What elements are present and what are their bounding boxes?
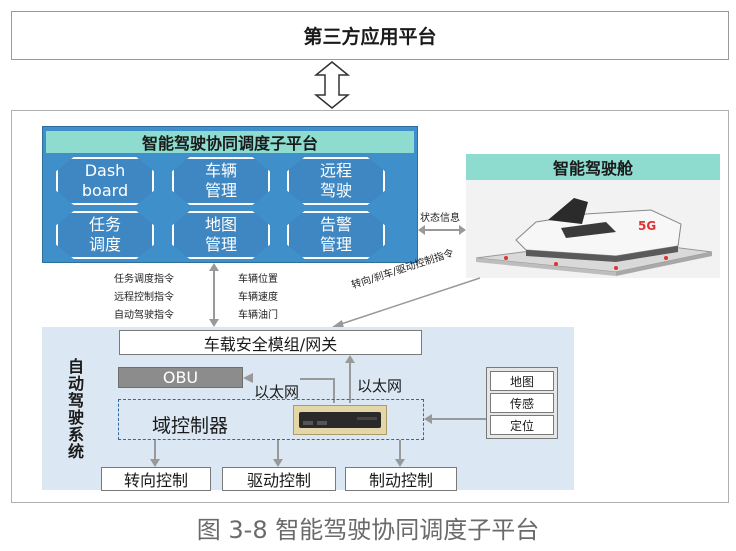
subplatform-title: 智能驾驶协同调度子平台 bbox=[46, 131, 414, 153]
driving-cabin-icon: 5G bbox=[475, 198, 713, 276]
ads-label: 自动驾驶系统 bbox=[65, 358, 84, 460]
vertical-link-arrow-icon bbox=[209, 263, 219, 327]
module-line: 驾驶 bbox=[319, 181, 352, 200]
module-line: 地图 bbox=[204, 215, 237, 234]
sensor-item-map: 地图 bbox=[490, 371, 554, 391]
module-alarm-management: 告警 管理 bbox=[287, 211, 385, 259]
control-command-arrow-icon bbox=[332, 277, 481, 328]
double-arrow-icon bbox=[313, 61, 351, 109]
security-gateway-box: 车载安全模组/网关 bbox=[119, 330, 422, 355]
module-line: 车辆 bbox=[204, 161, 237, 180]
uplink-label: 车辆位置 bbox=[238, 274, 278, 285]
steering-control-box: 转向控制 bbox=[101, 467, 211, 491]
ethernet-arrows-icon bbox=[300, 355, 355, 403]
module-vehicle-management: 车辆 管理 bbox=[172, 157, 270, 205]
downlink-label: 任务调度指令 bbox=[114, 274, 174, 285]
status-info-label: 状态信息 bbox=[420, 213, 460, 224]
cabin-title: 智能驾驶舱 bbox=[466, 154, 720, 180]
module-task-scheduling: 任务 调度 bbox=[56, 211, 154, 259]
ethernet-label: 以太网 bbox=[254, 383, 300, 401]
module-line: 任务 bbox=[88, 215, 121, 234]
module-remote-driving: 远程 驾驶 bbox=[287, 157, 385, 205]
cabin-logo-text: 5G bbox=[638, 219, 656, 233]
downlink-label: 自动驾驶指令 bbox=[114, 310, 174, 321]
uplink-label: 车辆油门 bbox=[238, 310, 278, 321]
sensor-item-positioning: 定位 bbox=[490, 415, 554, 435]
downlink-label: 远程控制指令 bbox=[114, 292, 174, 303]
controller-device bbox=[293, 405, 387, 435]
module-line: board bbox=[81, 181, 129, 200]
module-line: 告警 bbox=[319, 215, 352, 234]
domain-controller-label: 域控制器 bbox=[152, 415, 229, 437]
controller-hardware-icon bbox=[299, 412, 381, 428]
control-arrows-icon bbox=[150, 440, 405, 467]
brake-control-box: 制动控制 bbox=[345, 467, 457, 491]
sensor-item-perception: 传感 bbox=[490, 393, 554, 413]
module-line: 管理 bbox=[204, 181, 237, 200]
obu-box: OBU bbox=[118, 367, 243, 388]
module-line: 管理 bbox=[204, 235, 237, 254]
sensor-arrow-icon bbox=[424, 414, 486, 424]
module-line: 管理 bbox=[319, 235, 352, 254]
module-line: Dash bbox=[84, 161, 126, 180]
domain-controller-box bbox=[118, 399, 424, 440]
module-dashboard: Dash board bbox=[56, 157, 154, 205]
figure-caption: 图 3-8 智能驾驶协同调度子平台 bbox=[196, 515, 540, 544]
third-party-platform-box: 第三方应用平台 bbox=[11, 11, 729, 60]
module-line: 调度 bbox=[88, 235, 121, 254]
module-map-management: 地图 管理 bbox=[172, 211, 270, 259]
uplink-label: 车辆速度 bbox=[238, 292, 278, 303]
module-line: 远程 bbox=[319, 161, 352, 180]
status-arrow-icon bbox=[418, 225, 466, 235]
drive-control-box: 驱动控制 bbox=[222, 467, 336, 491]
obu-arrow-icon bbox=[243, 373, 253, 383]
ethernet-label: 以太网 bbox=[357, 377, 403, 395]
